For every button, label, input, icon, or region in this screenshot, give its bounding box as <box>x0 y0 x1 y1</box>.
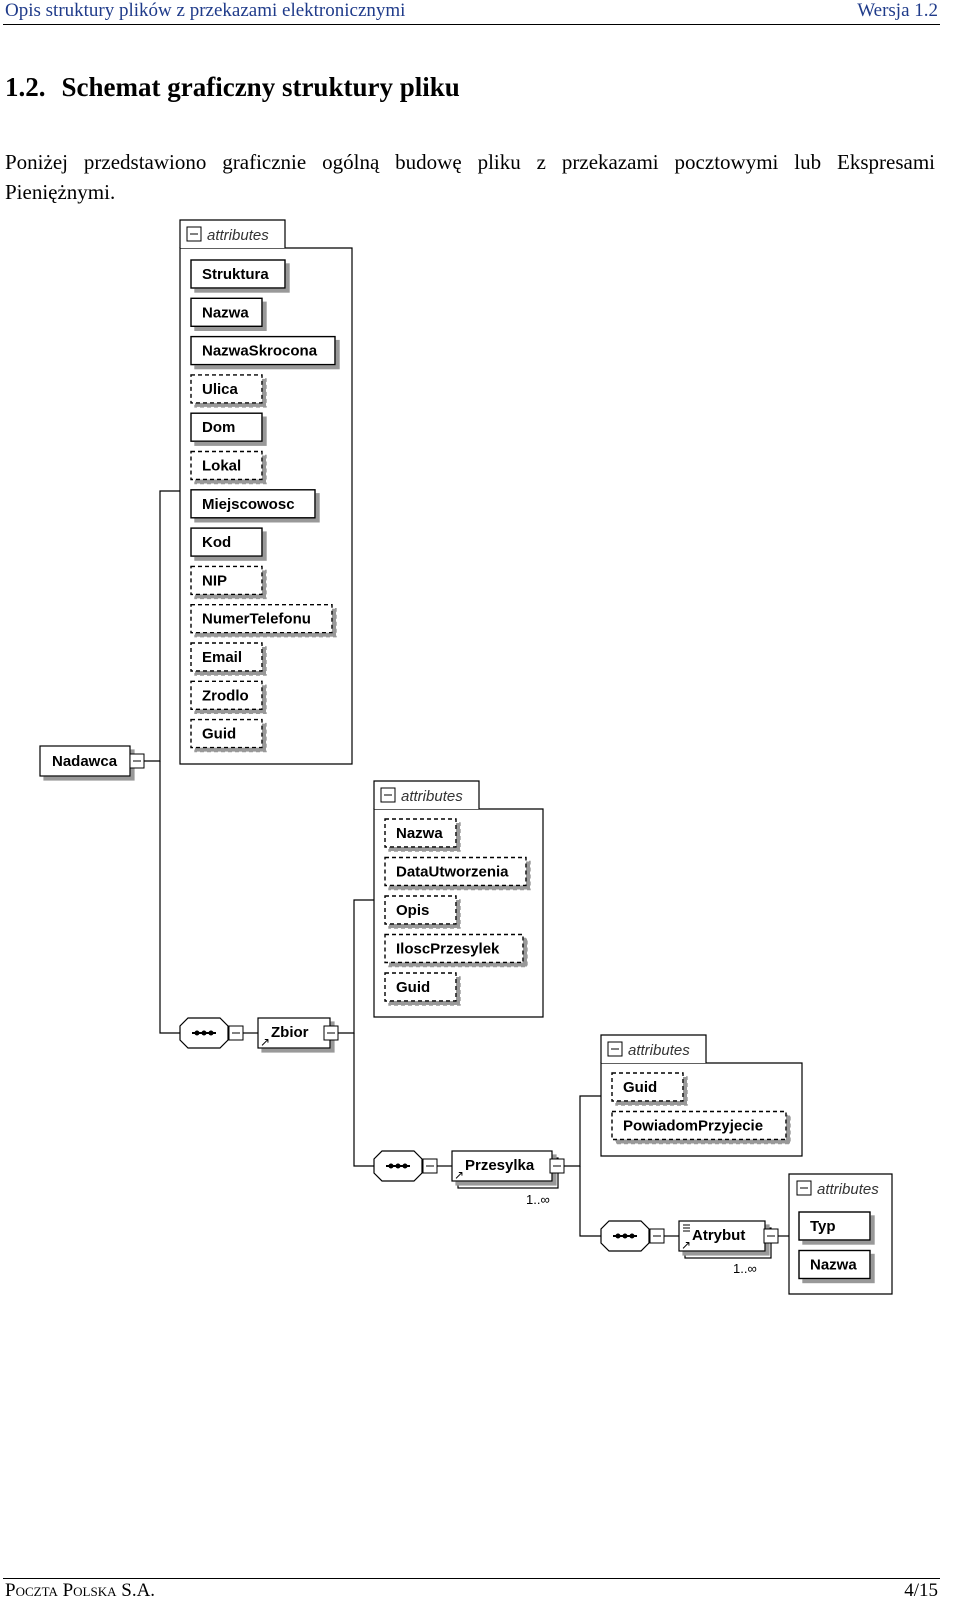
attributes-label: attributes <box>207 227 269 244</box>
attribute-box <box>190 335 336 366</box>
attribute-label: Email <box>202 649 242 666</box>
attribute-label: NazwaSkrocona <box>202 343 318 360</box>
sequence-icon <box>179 1017 244 1049</box>
attribute-opis[interactable]: Opis <box>384 895 457 925</box>
attributes-label: attributes <box>401 788 463 805</box>
header-title: Opis struktury plików z przekazami elekt… <box>5 0 406 21</box>
attribute-box <box>190 718 263 749</box>
zbior-element[interactable]: ↗ Zbior <box>257 1017 339 1049</box>
section-title: Schemat graficzny struktury pliku <box>61 72 460 102</box>
attribute-label: Typ <box>810 1218 836 1235</box>
attribute-iloscprzesylek[interactable]: IloscPrzesylek <box>384 933 524 964</box>
attribute-label: IloscPrzesylek <box>396 941 500 958</box>
atrybut-label: Atrybut <box>692 1227 745 1244</box>
attribute-box <box>190 680 263 710</box>
footer-company-text: Poczta Polska S.A. <box>5 1580 156 1601</box>
attribute-label: NIP <box>202 572 227 589</box>
nadawca-label: Nadawca <box>52 753 118 770</box>
attribute-box <box>611 1110 787 1141</box>
attribute-label: Ulica <box>202 381 239 398</box>
attribute-box <box>384 856 527 887</box>
attribute-box <box>384 818 457 848</box>
attribute-label: Opis <box>396 902 429 919</box>
attribute-label: NumerTelefonu <box>202 611 311 628</box>
attribute-box <box>611 1072 684 1102</box>
attribute-ulica[interactable]: Ulica <box>190 374 263 404</box>
attribute-label: PowiadomPrzyjecie <box>623 1118 763 1135</box>
attribute-nazwa[interactable]: Nazwa <box>384 818 457 848</box>
attribute-nip[interactable]: NIP <box>190 565 263 596</box>
attribute-box <box>384 933 524 964</box>
attribute-box <box>384 895 457 925</box>
attribute-box <box>190 489 316 519</box>
attribute-label: Lokal <box>202 458 241 475</box>
attribute-guid[interactable]: Guid <box>384 972 457 1002</box>
attribute-label: Struktura <box>202 266 269 283</box>
attribute-box <box>190 412 263 442</box>
attribute-box <box>190 374 263 404</box>
attribute-box <box>190 259 286 289</box>
attribute-box <box>384 972 457 1002</box>
attribute-nazwa[interactable]: Nazwa <box>798 1249 871 1280</box>
attribute-label: Zrodlo <box>202 687 249 704</box>
attribute-kod[interactable]: Kod <box>190 527 263 557</box>
attribute-label: Nazwa <box>396 825 443 842</box>
attribute-box <box>190 604 333 634</box>
sequence-icon <box>373 1150 438 1182</box>
footer-company: Poczta Polska S.A. <box>5 1580 155 1602</box>
przesylka-label: Przesylka <box>465 1157 535 1174</box>
attribute-label: Miejscowosc <box>202 496 295 513</box>
schema-diagram: attributes StrukturaNazwaNazwaSkroconaUl… <box>39 219 893 1295</box>
attribute-nazwa[interactable]: Nazwa <box>190 297 263 328</box>
footer-page-number: 4/15 <box>904 1580 938 1601</box>
attribute-box <box>798 1211 871 1241</box>
attribute-box <box>190 527 263 557</box>
attribute-guid[interactable]: Guid <box>190 718 263 749</box>
attribute-label: Guid <box>623 1079 657 1096</box>
attribute-guid[interactable]: Guid <box>611 1072 684 1102</box>
header-divider <box>3 24 940 25</box>
attribute-label: Kod <box>202 534 231 551</box>
attributes-label: attributes <box>817 1181 879 1198</box>
attribute-box <box>190 642 263 672</box>
attribute-numertelefonu[interactable]: NumerTelefonu <box>190 604 333 634</box>
przesylka-occurrence: 1..∞ <box>526 1192 550 1207</box>
attribute-nazwaskrocona[interactable]: NazwaSkrocona <box>190 335 336 366</box>
attribute-lokal[interactable]: Lokal <box>190 450 263 481</box>
attribute-typ[interactable]: Typ <box>798 1211 871 1241</box>
attribute-box <box>190 297 263 328</box>
attribute-email[interactable]: Email <box>190 642 263 672</box>
svg-text:↗: ↗ <box>454 1168 464 1182</box>
header-version: Wersja 1.2 <box>857 0 938 21</box>
attribute-label: Guid <box>396 979 430 996</box>
attribute-box <box>798 1249 871 1280</box>
attribute-miejscowosc[interactable]: Miejscowosc <box>190 489 316 519</box>
attribute-box <box>190 450 263 481</box>
attribute-label: Nazwa <box>202 304 249 321</box>
atrybut-element[interactable]: ↗ Atrybut 1..∞ <box>678 1220 779 1276</box>
attribute-powiadomprzyjecie[interactable]: PowiadomPrzyjecie <box>611 1110 787 1141</box>
footer-divider <box>3 1578 940 1579</box>
section-number: 1.2. <box>5 72 46 102</box>
attributes-label: attributes <box>628 1042 690 1059</box>
svg-text:↗: ↗ <box>260 1035 270 1049</box>
attribute-label: Nazwa <box>810 1257 857 1274</box>
attribute-dom[interactable]: Dom <box>190 412 263 442</box>
intro-paragraph: Poniżej przedstawiono graficznie ogólną … <box>5 150 935 204</box>
nadawca-element[interactable]: Nadawca <box>39 745 145 777</box>
attribute-struktura[interactable]: Struktura <box>190 259 286 289</box>
attribute-datautworzenia[interactable]: DataUtworzenia <box>384 856 527 887</box>
przesylka-element[interactable]: ↗ Przesylka 1..∞ <box>451 1150 565 1207</box>
attribute-label: Guid <box>202 726 236 743</box>
attribute-zrodlo[interactable]: Zrodlo <box>190 680 263 710</box>
attribute-box <box>190 565 263 596</box>
section-heading: 1.2. Schemat graficzny struktury pliku <box>5 72 460 103</box>
svg-text:↗: ↗ <box>681 1238 691 1252</box>
sequence-icon <box>600 1220 665 1252</box>
attribute-label: Dom <box>202 419 235 436</box>
atrybut-occurrence: 1..∞ <box>733 1261 757 1276</box>
attribute-label: DataUtworzenia <box>396 864 509 881</box>
zbior-label: Zbior <box>271 1024 309 1041</box>
